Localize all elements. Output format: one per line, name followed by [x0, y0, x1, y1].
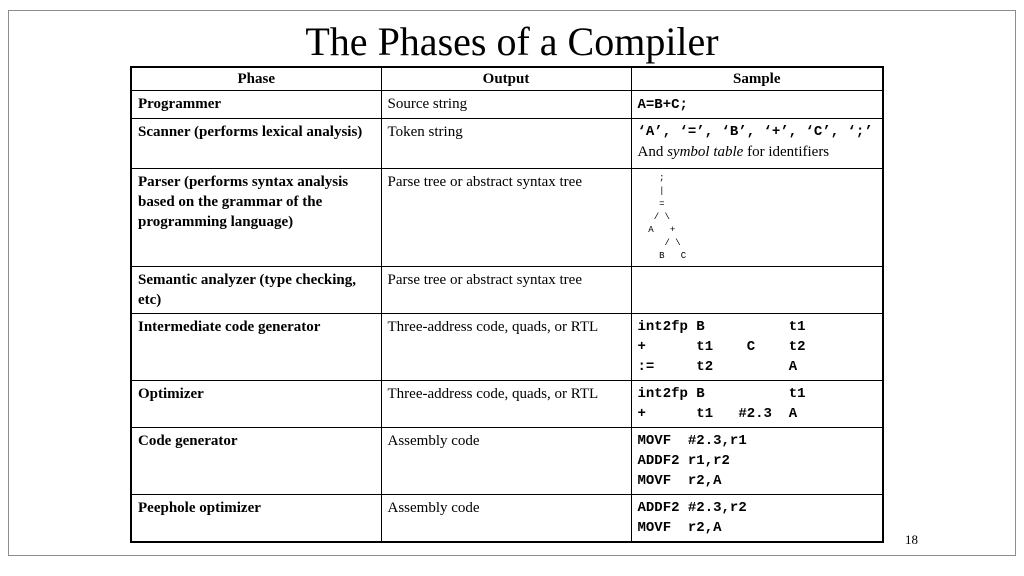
- phase-cell: Programmer: [130, 90, 382, 119]
- table-row: Optimizer Three-address code, quads, or …: [130, 380, 884, 428]
- table-row: Semantic analyzer (type checking, etc) P…: [130, 266, 884, 314]
- header-phase: Phase: [130, 66, 382, 91]
- table-row: Programmer Source string A=B+C;: [130, 90, 884, 119]
- sample-cell: ‘A’, ‘=’, ‘B’, ‘+’, ‘C’, ‘;’ And symbol …: [630, 118, 884, 169]
- output-cell: Parse tree or abstract syntax tree: [380, 168, 632, 267]
- header-output: Output: [380, 66, 632, 91]
- sample-code: ADDF2 #2.3,r2 MOVF r2,A: [637, 500, 747, 536]
- sample-cell: [630, 266, 884, 314]
- phase-cell: Peephole optimizer: [130, 494, 382, 543]
- note-prefix: And: [637, 144, 668, 160]
- sample-code: A=B+C;: [637, 97, 688, 113]
- phase-cell: Code generator: [130, 427, 382, 495]
- table-row: Parser (performs syntax analysis based o…: [130, 168, 884, 267]
- sample-cell: int2fp B t1 + t1 #2.3 A: [630, 380, 884, 428]
- output-cell: Source string: [380, 90, 632, 119]
- symbol-table-note: And symbol table for identifiers: [638, 142, 877, 162]
- phase-cell: Optimizer: [130, 380, 382, 428]
- phase-cell: Intermediate code generator: [130, 313, 382, 381]
- sample-cell: A=B+C;: [630, 90, 884, 119]
- slide-title: The Phases of a Compiler: [305, 19, 719, 64]
- compiler-phases-table: Phase Output Sample Programmer Source st…: [130, 66, 884, 543]
- sample-cell: ADDF2 #2.3,r2 MOVF r2,A: [630, 494, 884, 543]
- output-cell: Parse tree or abstract syntax tree: [380, 266, 632, 314]
- phase-cell: Scanner (performs lexical analysis): [130, 118, 382, 169]
- parse-tree-diagram: ; | = / \ A + / \ B C: [648, 173, 687, 261]
- table-row: Code generator Assembly code MOVF #2.3,r…: [130, 427, 884, 495]
- header-sample: Sample: [630, 66, 884, 91]
- note-suffix: for identifiers: [743, 144, 830, 160]
- table-row: Intermediate code generator Three-addres…: [130, 313, 884, 381]
- sample-code: int2fp B t1 + t1 #2.3 A: [637, 386, 806, 422]
- output-cell: Token string: [380, 118, 632, 169]
- output-cell: Assembly code: [380, 427, 632, 495]
- sample-cell: MOVF #2.3,r1 ADDF2 r1,r2 MOVF r2,A: [630, 427, 884, 495]
- phase-cell: Semantic analyzer (type checking, etc): [130, 266, 382, 314]
- phase-cell: Parser (performs syntax analysis based o…: [130, 168, 382, 267]
- token-string: ‘A’, ‘=’, ‘B’, ‘+’, ‘C’, ‘;’: [637, 124, 873, 140]
- sample-cell: int2fp B t1 + t1 C t2 := t2 A: [630, 313, 884, 381]
- table-row: Scanner (performs lexical analysis) Toke…: [130, 118, 884, 169]
- output-cell: Three-address code, quads, or RTL: [380, 380, 632, 428]
- sample-code: MOVF #2.3,r1 ADDF2 r1,r2 MOVF r2,A: [637, 433, 747, 489]
- page-number: 18: [905, 532, 918, 547]
- table-row: Peephole optimizer Assembly code ADDF2 #…: [130, 494, 884, 543]
- note-emphasis: symbol table: [667, 144, 744, 160]
- sample-cell: ; | = / \ A + / \ B C: [630, 168, 884, 267]
- sample-code: int2fp B t1 + t1 C t2 := t2 A: [637, 319, 806, 375]
- output-cell: Three-address code, quads, or RTL: [380, 313, 632, 381]
- output-cell: Assembly code: [380, 494, 632, 543]
- table-header-row: Phase Output Sample: [130, 66, 884, 91]
